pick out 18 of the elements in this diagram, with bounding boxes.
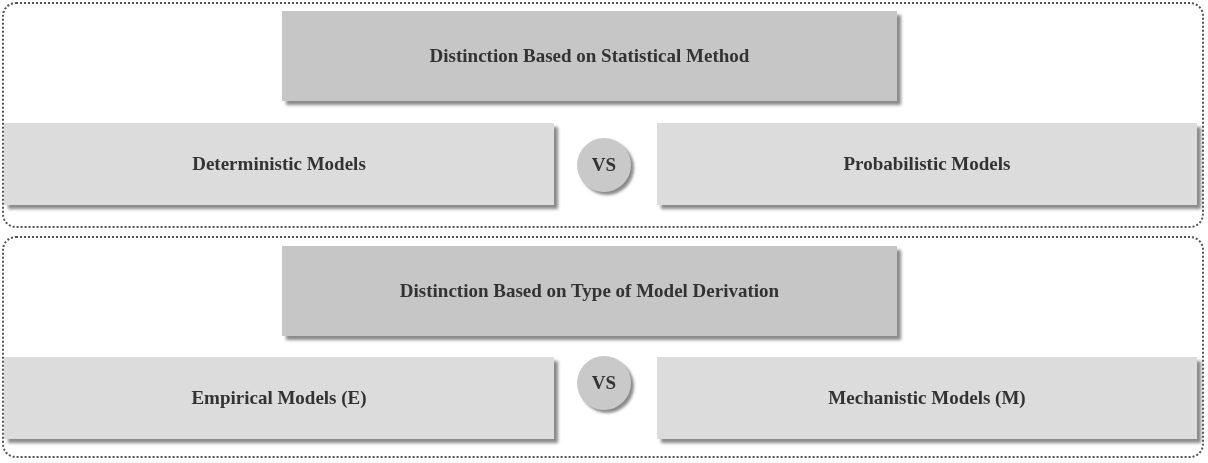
vs-label: VS (591, 372, 617, 394)
heading-text: Distinction Based on Type of Model Derivation (399, 280, 780, 302)
model-name: Empirical Models (E) (191, 387, 367, 409)
model-name: Mechanistic Models (M) (828, 387, 1026, 409)
group-panel (2, 2, 1204, 228)
group-panel (2, 236, 1204, 458)
vs-circle (577, 356, 631, 410)
model-name: Probabilistic Models (843, 153, 1011, 175)
model-box (657, 357, 1197, 439)
vs-circle (577, 138, 631, 192)
model-box (657, 123, 1197, 205)
heading-box (282, 246, 897, 336)
heading-text: Distinction Based on Statistical Method (429, 45, 750, 67)
model-box (4, 357, 554, 439)
vs-label: VS (591, 154, 617, 176)
heading-box (282, 11, 897, 101)
model-name: Deterministic Models (192, 153, 366, 175)
model-box (4, 123, 554, 205)
